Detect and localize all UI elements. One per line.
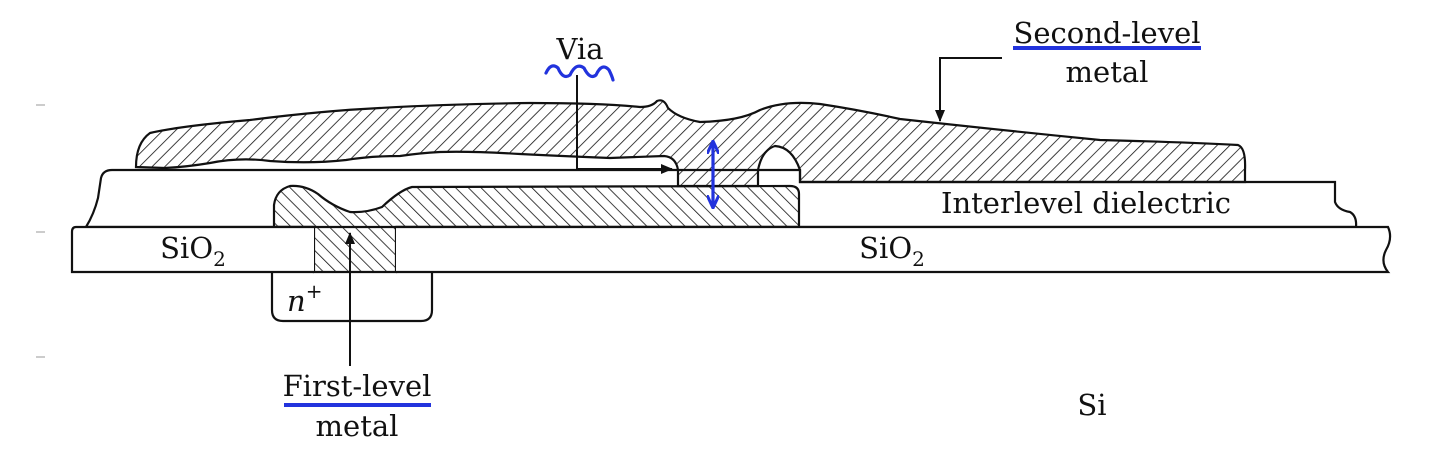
interlevel-dielectric-label: Interlevel dielectric: [941, 186, 1231, 220]
first-level-metal-label-line2: metal: [316, 409, 399, 443]
n-plus-label: n+: [287, 279, 322, 318]
sio2-left-label: SiO2: [160, 231, 226, 271]
first-level-metal-layer: [272, 184, 801, 274]
second-level-metal-label-line2: metal: [1066, 55, 1149, 89]
second-level-metal-label-line1: Second-level: [1013, 16, 1200, 50]
sio2-right-block: [396, 225, 1392, 274]
si-substrate-label: Si: [1077, 388, 1106, 422]
sio2-right-label: SiO2: [859, 231, 925, 271]
margin-ticks: [36, 104, 45, 358]
n-plus-region: [270, 270, 434, 323]
sio2-left-block: [70, 225, 314, 274]
via-squiggle-mark: [544, 64, 615, 82]
second-level-metal-layer: [134, 99, 1247, 188]
via-label: Via: [556, 32, 604, 66]
via-leader-arrow: [576, 75, 673, 174]
first-level-metal-label-line1: First-level: [283, 369, 432, 403]
second-level-leader-arrow: [935, 57, 1002, 122]
